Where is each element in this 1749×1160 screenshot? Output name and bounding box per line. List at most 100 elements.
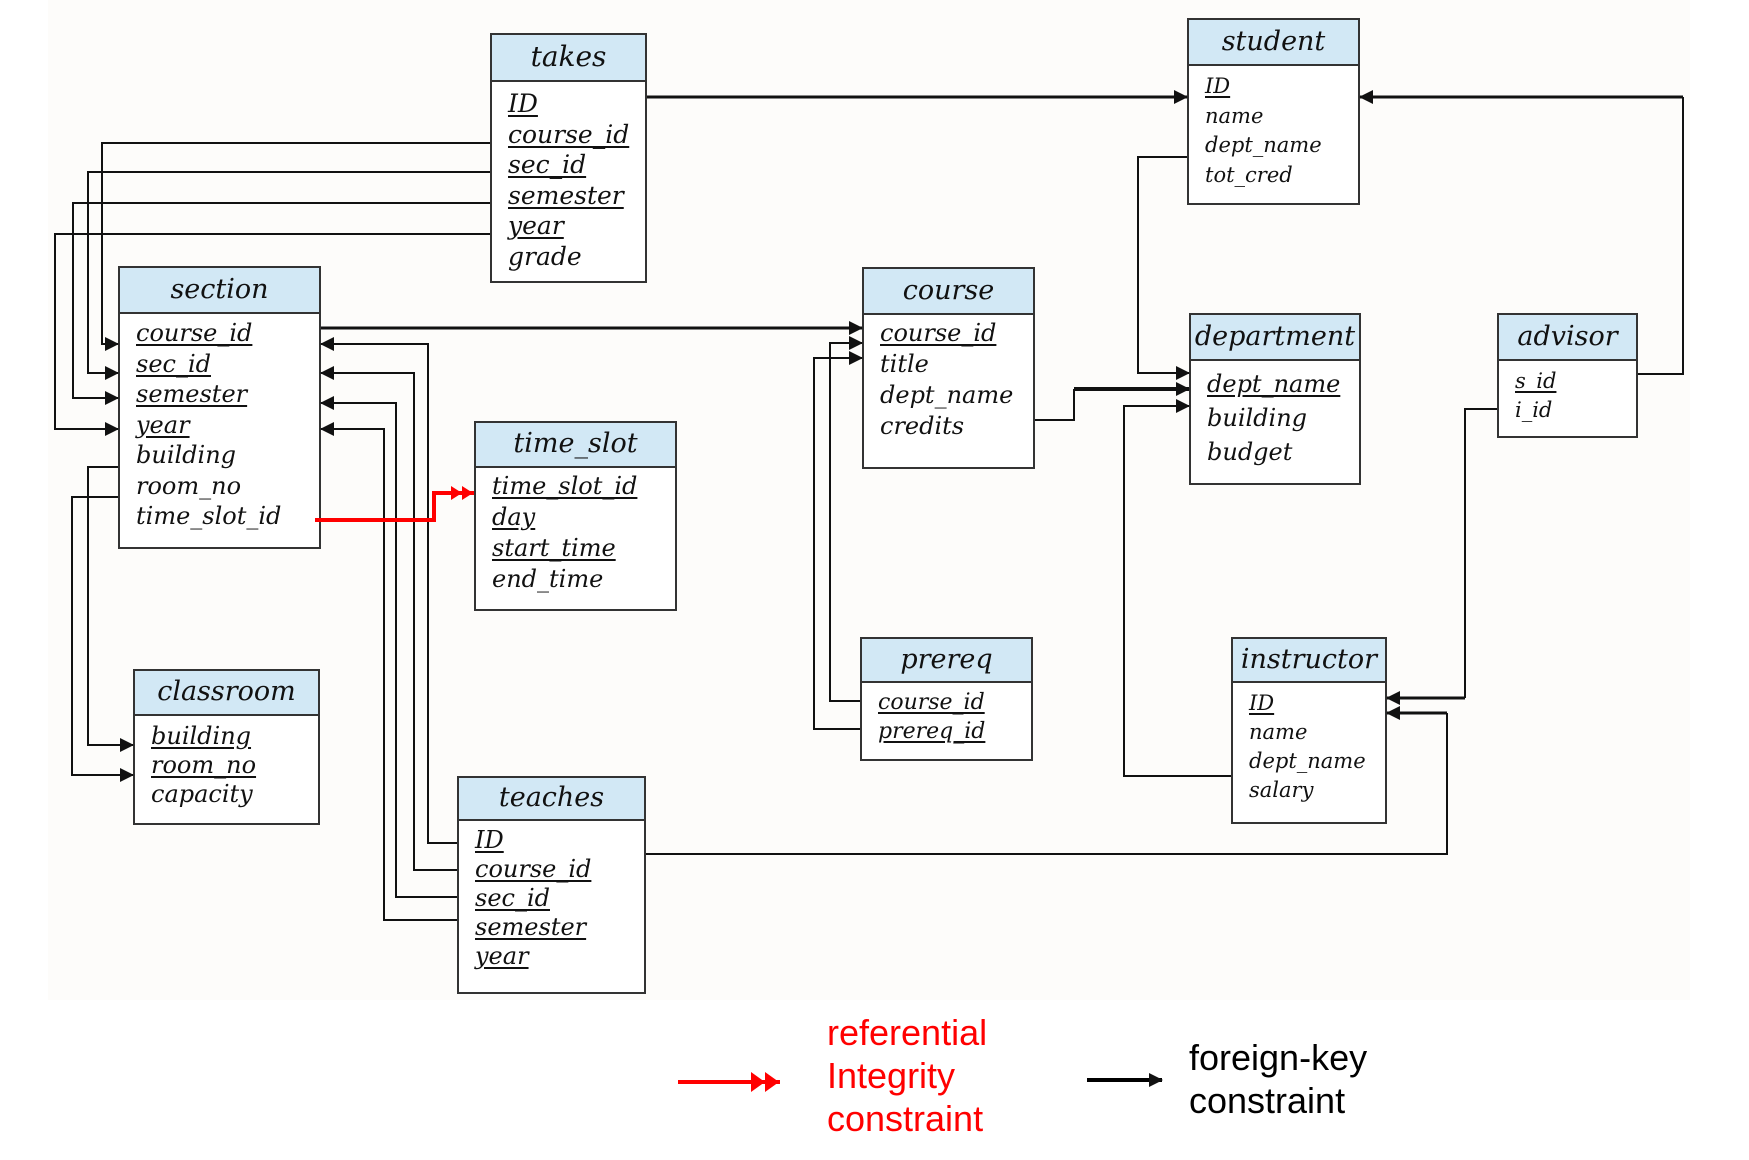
attribute: name — [1205, 103, 1264, 128]
fk-advisor-to-student — [1638, 97, 1684, 375]
fk-course-to-department — [1035, 389, 1075, 421]
fk-teaches-year — [320, 422, 457, 921]
fk-advisor-to-instructor — [1464, 408, 1497, 698]
attribute: end_time — [492, 565, 604, 593]
fk-takes-semester — [72, 202, 490, 405]
primary-key-attribute: sec_id — [508, 150, 587, 179]
primary-key-attribute: sec_id — [475, 884, 550, 912]
primary-key-attribute: start_time — [492, 534, 616, 562]
fk-student-to-department — [1137, 156, 1190, 380]
attribute-list: s_id i_id — [1499, 361, 1636, 425]
primary-key-attribute: ID — [508, 89, 538, 118]
primary-key-attribute: s_id — [1515, 369, 1557, 393]
fk-takes-course-id — [101, 142, 490, 351]
ri-section-to-time-slot — [315, 486, 474, 522]
attribute: budget — [1207, 438, 1293, 466]
fk-prereq-course-id — [829, 336, 863, 702]
primary-key-attribute: time_slot_id — [492, 472, 638, 500]
attribute: capacity — [151, 780, 253, 808]
primary-key-attribute: semester — [508, 180, 624, 210]
attribute: name — [1249, 720, 1308, 744]
primary-key-attribute: semester — [475, 913, 587, 941]
fk-takes-year — [54, 233, 490, 436]
fk-section-building — [87, 466, 134, 752]
primary-key-attribute: prereq_id — [878, 719, 986, 744]
attribute: building — [136, 441, 237, 469]
primary-key-attribute: building — [151, 722, 252, 750]
fk-teaches-to-instructor — [646, 713, 1448, 855]
legend-referential-label: referential Integrity constraint — [827, 1011, 987, 1141]
attribute-list: ID name dept_name tot_cred — [1189, 66, 1358, 190]
table-name: instructor — [1233, 639, 1385, 683]
fk-instructor-to-department — [1123, 399, 1231, 777]
attribute: dept_name — [880, 381, 1014, 409]
table-name: student — [1189, 20, 1358, 66]
attribute: i_id — [1515, 398, 1553, 422]
attribute: credits — [880, 412, 965, 440]
legend-referential-line2: Integrity — [827, 1055, 956, 1097]
primary-key-attribute: year — [475, 942, 529, 970]
table-name: time_slot — [476, 423, 675, 468]
attribute: tot_cred — [1205, 162, 1293, 187]
table-name: teaches — [459, 778, 644, 821]
primary-key-attribute: course_id — [878, 690, 985, 715]
table-department[interactable]: department dept_name building budget — [1189, 313, 1361, 485]
legend-foreign-key-line2: constraint — [1189, 1080, 1346, 1122]
attribute: grade — [508, 241, 582, 271]
primary-key-attribute: year — [136, 410, 190, 439]
primary-key-attribute: semester — [136, 380, 248, 408]
primary-key-attribute: course_id — [880, 319, 997, 347]
table-name: classroom — [135, 671, 318, 716]
primary-key-attribute: course_id — [136, 319, 253, 347]
attribute: building — [1207, 404, 1308, 432]
primary-key-attribute: year — [508, 211, 564, 240]
primary-key-attribute: day — [492, 503, 536, 531]
primary-key-attribute: dept_name — [1207, 370, 1341, 398]
attribute: title — [880, 350, 929, 378]
primary-key-attribute: course_id — [475, 855, 592, 883]
attribute: room_no — [136, 471, 242, 500]
diagram-canvas — [48, 0, 1690, 1000]
fk-teaches-course-id — [320, 337, 457, 844]
primary-key-attribute: course_id — [508, 119, 630, 149]
attribute: salary — [1249, 778, 1314, 802]
fk-takes-sec-id — [87, 171, 490, 380]
table-prereq[interactable]: prereq course_id prereq_id — [860, 637, 1033, 761]
legend-referential-line3: constraint — [827, 1098, 984, 1140]
table-student[interactable]: student ID name dept_name tot_cred — [1187, 18, 1360, 205]
primary-key-attribute: sec_id — [136, 349, 211, 378]
primary-key-attribute: room_no — [151, 751, 257, 779]
legend-referential-line1: referential — [827, 1012, 988, 1053]
fk-teaches-sec-id — [320, 366, 457, 871]
legend-foreign-key-line1: foreign-key — [1189, 1037, 1368, 1078]
legend-foreign-key-label: foreign-key constraint — [1189, 1036, 1367, 1122]
primary-key-attribute: ID — [475, 826, 504, 854]
table-name: department — [1191, 315, 1359, 361]
attribute-list: dept_name building budget — [1191, 361, 1359, 469]
table-name: takes — [492, 35, 645, 82]
fk-prereq-prereq-id — [813, 351, 863, 730]
table-name: prereq — [862, 639, 1031, 683]
fk-teaches-semester — [320, 396, 457, 898]
attribute: dept_name — [1205, 133, 1322, 157]
attribute: time_slot_id — [136, 502, 282, 530]
attribute-list: course_id prereq_id — [862, 683, 1031, 746]
primary-key-attribute: ID — [1205, 74, 1231, 98]
attribute: dept_name — [1249, 749, 1366, 773]
